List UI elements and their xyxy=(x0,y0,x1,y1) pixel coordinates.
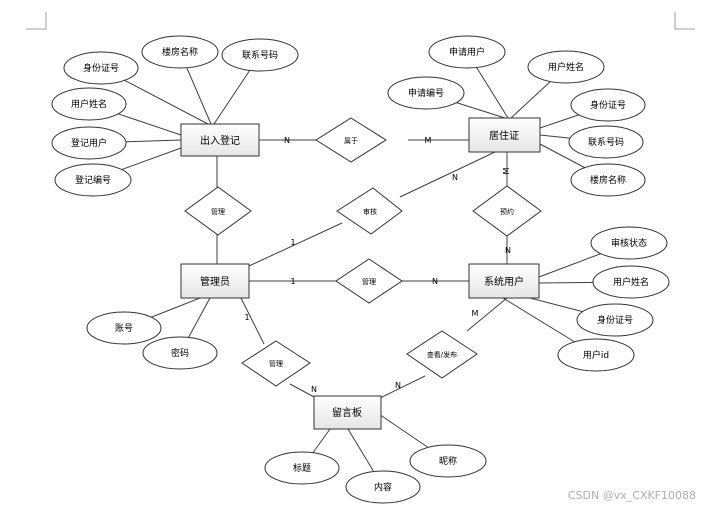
cardinality-label: N xyxy=(505,246,511,255)
attribute-loufang-juzhu[interactable]: 楼房名称 xyxy=(570,163,646,197)
relationship-guanli-liuyan[interactable]: 管理 xyxy=(241,340,311,387)
entity-juzhu-zheng[interactable]: 居住证 xyxy=(468,117,541,153)
attribute-lianxi-dengji[interactable]: 联系号码 xyxy=(221,38,299,72)
cardinality-label: M xyxy=(425,136,432,145)
attribute-label: 身份证号 xyxy=(590,99,626,111)
attribute-label: 楼房名称 xyxy=(590,174,626,186)
attribute-label: 用户姓名 xyxy=(613,276,649,288)
attribute-zhanghao[interactable]: 账号 xyxy=(86,311,162,345)
relationship-label: 预约 xyxy=(500,207,514,216)
attribute-label: 用户id xyxy=(583,349,609,361)
attribute-label: 内容 xyxy=(374,481,392,493)
attribute-biaoti[interactable]: 标题 xyxy=(264,451,340,485)
attribute-label: 身份证号 xyxy=(597,314,633,326)
attribute-lianxi-juzhu[interactable]: 联系号码 xyxy=(568,125,644,159)
attribute-label: 用户姓名 xyxy=(548,61,584,73)
attribute-label: 审核状态 xyxy=(611,237,647,249)
relationship-label: 管理 xyxy=(269,359,283,368)
entity-xitong-yonghu[interactable]: 系统用户 xyxy=(468,263,540,299)
entity-label: 管理员 xyxy=(200,275,230,288)
entity-liuyanban[interactable]: 留言板 xyxy=(313,395,382,430)
attribute-label: 密码 xyxy=(171,347,189,359)
cardinality-label: N xyxy=(432,277,438,286)
attribute-yonghu-xingming-xitong[interactable]: 用户姓名 xyxy=(592,265,670,299)
cardinality-label: 1 xyxy=(290,238,295,247)
cardinality-label: M xyxy=(472,309,479,318)
attribute-yonghu-xingming-dengji[interactable]: 用户姓名 xyxy=(51,87,127,121)
attribute-label: 楼房名称 xyxy=(162,46,198,58)
cardinality-label: 1 xyxy=(290,277,295,286)
attribute-mima[interactable]: 密码 xyxy=(142,336,218,370)
watermark-text: CSDN @vx_CXKF10088 xyxy=(568,489,696,502)
attribute-label: 联系号码 xyxy=(242,50,278,61)
relationship-label: 查看/发布 xyxy=(427,350,457,359)
attribute-label: 账号 xyxy=(115,323,133,334)
entity-churu-dengji[interactable]: 出入登记 xyxy=(180,123,260,157)
attribute-label: 标题 xyxy=(293,462,311,474)
cardinality-label: N xyxy=(452,173,458,182)
attribute-shenfenzheng-juzhu[interactable]: 身份证号 xyxy=(570,88,646,122)
attribute-shenqing-bianhao[interactable]: 申请编号 xyxy=(387,76,465,110)
attribute-label: 申请用户 xyxy=(449,46,485,58)
attribute-yonghu-id[interactable]: 用户id xyxy=(557,338,635,372)
cardinality-labels: N M M N N 1 1 N M N 1 N xyxy=(244,136,511,394)
attribute-shenfenzheng-xitong[interactable]: 身份证号 xyxy=(576,303,654,337)
attribute-loufang-dengji[interactable]: 楼房名称 xyxy=(141,35,219,69)
relationship-guanli-yonghu[interactable]: 管理 xyxy=(335,258,403,304)
attribute-neirong[interactable]: 内容 xyxy=(345,470,421,504)
entity-label: 系统用户 xyxy=(484,275,524,288)
page-corner-marks xyxy=(26,12,695,30)
relationship-chakan-fabu[interactable]: 查看/发布 xyxy=(406,330,478,379)
cardinality-label: 1 xyxy=(244,313,249,322)
relationship-label: 管理 xyxy=(362,277,376,286)
entity-guanliyuan[interactable]: 管理员 xyxy=(180,263,250,299)
entity-label: 出入登记 xyxy=(200,134,240,147)
cardinality-label: M xyxy=(502,167,511,174)
attribute-label: 登记用户 xyxy=(71,137,107,149)
attribute-shenhe-zhuangtai[interactable]: 审核状态 xyxy=(590,226,668,260)
attribute-label: 用户姓名 xyxy=(71,98,107,110)
cardinality-label: N xyxy=(311,385,317,394)
relationship-shuyu[interactable]: 属于 xyxy=(315,117,387,163)
cardinality-label: N xyxy=(284,136,290,145)
attribute-shenqing-yonghu[interactable]: 申请用户 xyxy=(428,35,506,69)
attribute-label: 昵称 xyxy=(439,455,457,467)
attribute-nicheng[interactable]: 昵称 xyxy=(409,444,487,478)
relationship-label: 属于 xyxy=(344,137,358,145)
attribute-label: 登记编号 xyxy=(75,174,111,186)
entity-label: 留言板 xyxy=(332,406,362,419)
relationship-guanli-dengji[interactable]: 管理 xyxy=(184,186,252,236)
attribute-label: 身份证号 xyxy=(83,62,119,74)
relationship-label: 管理 xyxy=(211,207,225,216)
cardinality-label: N xyxy=(395,381,401,390)
attribute-dengji-bianhao[interactable]: 登记编号 xyxy=(54,163,132,197)
attribute-dengji-yonghu[interactable]: 登记用户 xyxy=(51,126,127,160)
attribute-shenfenzheng-dengji[interactable]: 身份证号 xyxy=(63,51,139,85)
attribute-label: 申请编号 xyxy=(408,87,444,99)
relationship-yuyue[interactable]: 预约 xyxy=(472,185,542,237)
attribute-yonghu-xingming-juzhu[interactable]: 用户姓名 xyxy=(527,50,605,84)
relationship-label: 审核 xyxy=(363,207,377,216)
entity-label: 居住证 xyxy=(489,129,519,142)
attribute-label: 联系号码 xyxy=(588,137,624,148)
relationship-shenhe[interactable]: 审核 xyxy=(336,187,403,235)
